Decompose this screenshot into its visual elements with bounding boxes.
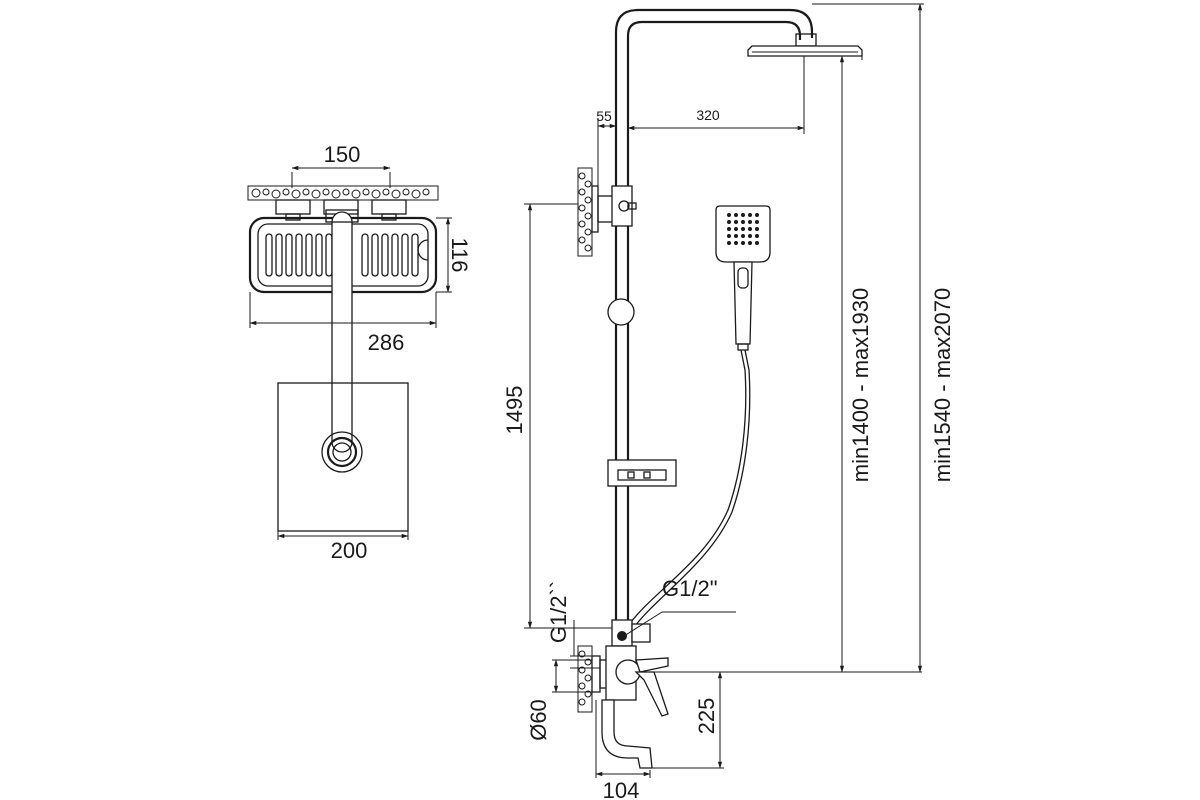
dim-o60 — [552, 659, 592, 693]
label-150: 150 — [324, 142, 361, 167]
dim-150 — [291, 165, 391, 188]
dim-1495 — [524, 203, 612, 629]
dim-104 — [595, 700, 651, 778]
dim-225 — [652, 671, 724, 769]
top-view: 150 116 286 200 — [247, 142, 472, 563]
shower-hose — [630, 349, 751, 627]
shower-rail — [614, 8, 814, 628]
label-g12-inlet: G1/2`` — [546, 581, 571, 643]
dim-286 — [249, 292, 437, 328]
diverter — [611, 619, 651, 647]
label-55: 55 — [596, 108, 612, 124]
slider-knob — [607, 298, 635, 326]
label-225: 225 — [694, 698, 719, 735]
upper-wall-bracket — [577, 167, 637, 257]
label-104: 104 — [603, 778, 640, 800]
dim-116 — [436, 217, 452, 293]
label-320: 320 — [696, 107, 720, 123]
label-286: 286 — [368, 330, 405, 355]
rain-shower-head — [747, 33, 863, 57]
dim-g12-inlet — [570, 620, 600, 669]
label-range-high: min1540 - max2070 — [930, 288, 955, 482]
label-g12-outlet: G1/2" — [662, 576, 718, 601]
riser-pipe-top — [325, 209, 359, 453]
mixer-body — [591, 645, 669, 717]
label-1495: 1495 — [502, 386, 527, 435]
dim-320 — [627, 56, 805, 134]
dim-200 — [277, 531, 409, 540]
label-116: 116 — [447, 237, 472, 272]
leader-g12-outlet — [623, 611, 736, 637]
wall-plate — [277, 382, 409, 532]
dim-range-low — [839, 55, 863, 673]
dim-range-high — [812, 3, 924, 673]
label-range-low: min1400 - max1930 — [848, 288, 873, 482]
hand-shower — [715, 205, 771, 351]
side-view: 55 320 1495 G1/2" G1/2`` Ø60 225 104 min… — [502, 3, 955, 800]
bath-spout — [601, 699, 653, 769]
label-o60: Ø60 — [526, 699, 551, 741]
soap-dish — [607, 459, 677, 487]
label-200: 200 — [331, 538, 368, 563]
dim-55 — [597, 118, 617, 186]
wall-texture — [247, 185, 439, 201]
